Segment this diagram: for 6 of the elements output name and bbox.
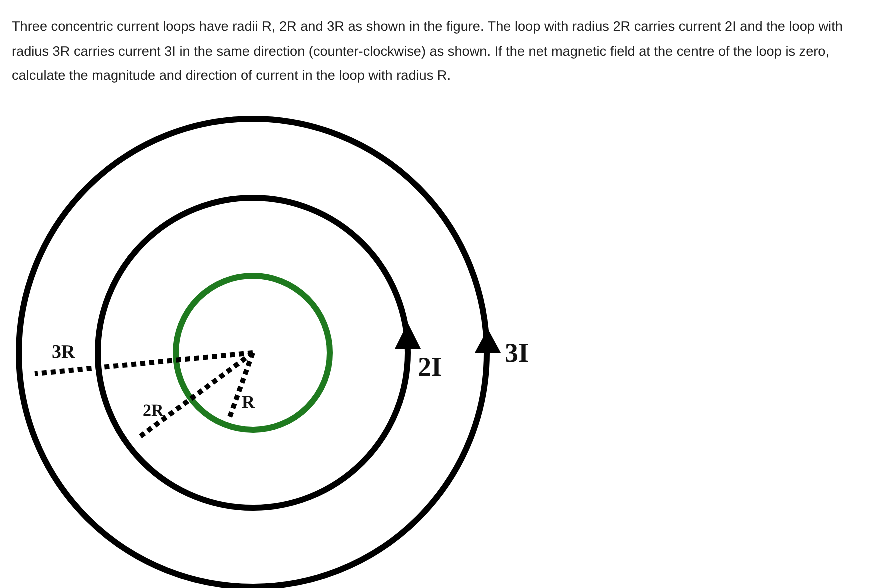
- dimension-label: R: [242, 393, 255, 411]
- current-label: 2I: [418, 354, 442, 381]
- question-text: Three concentric current loops have radii R, 2R and 3R as shown in the figure. The loop with radius 2R carries current 2I and the loop with radius 3R carries current 3I in the same direction (counter-clockwise) as shown. If the net magnetic field at the centre of the loop is zero, calculate the magnitude and direction of current in the loop with radius R.: [12, 18, 844, 85]
- dimension-label: 3R: [52, 343, 76, 362]
- current-label: 3I: [505, 340, 530, 367]
- dimension-label: 2R: [143, 402, 164, 419]
